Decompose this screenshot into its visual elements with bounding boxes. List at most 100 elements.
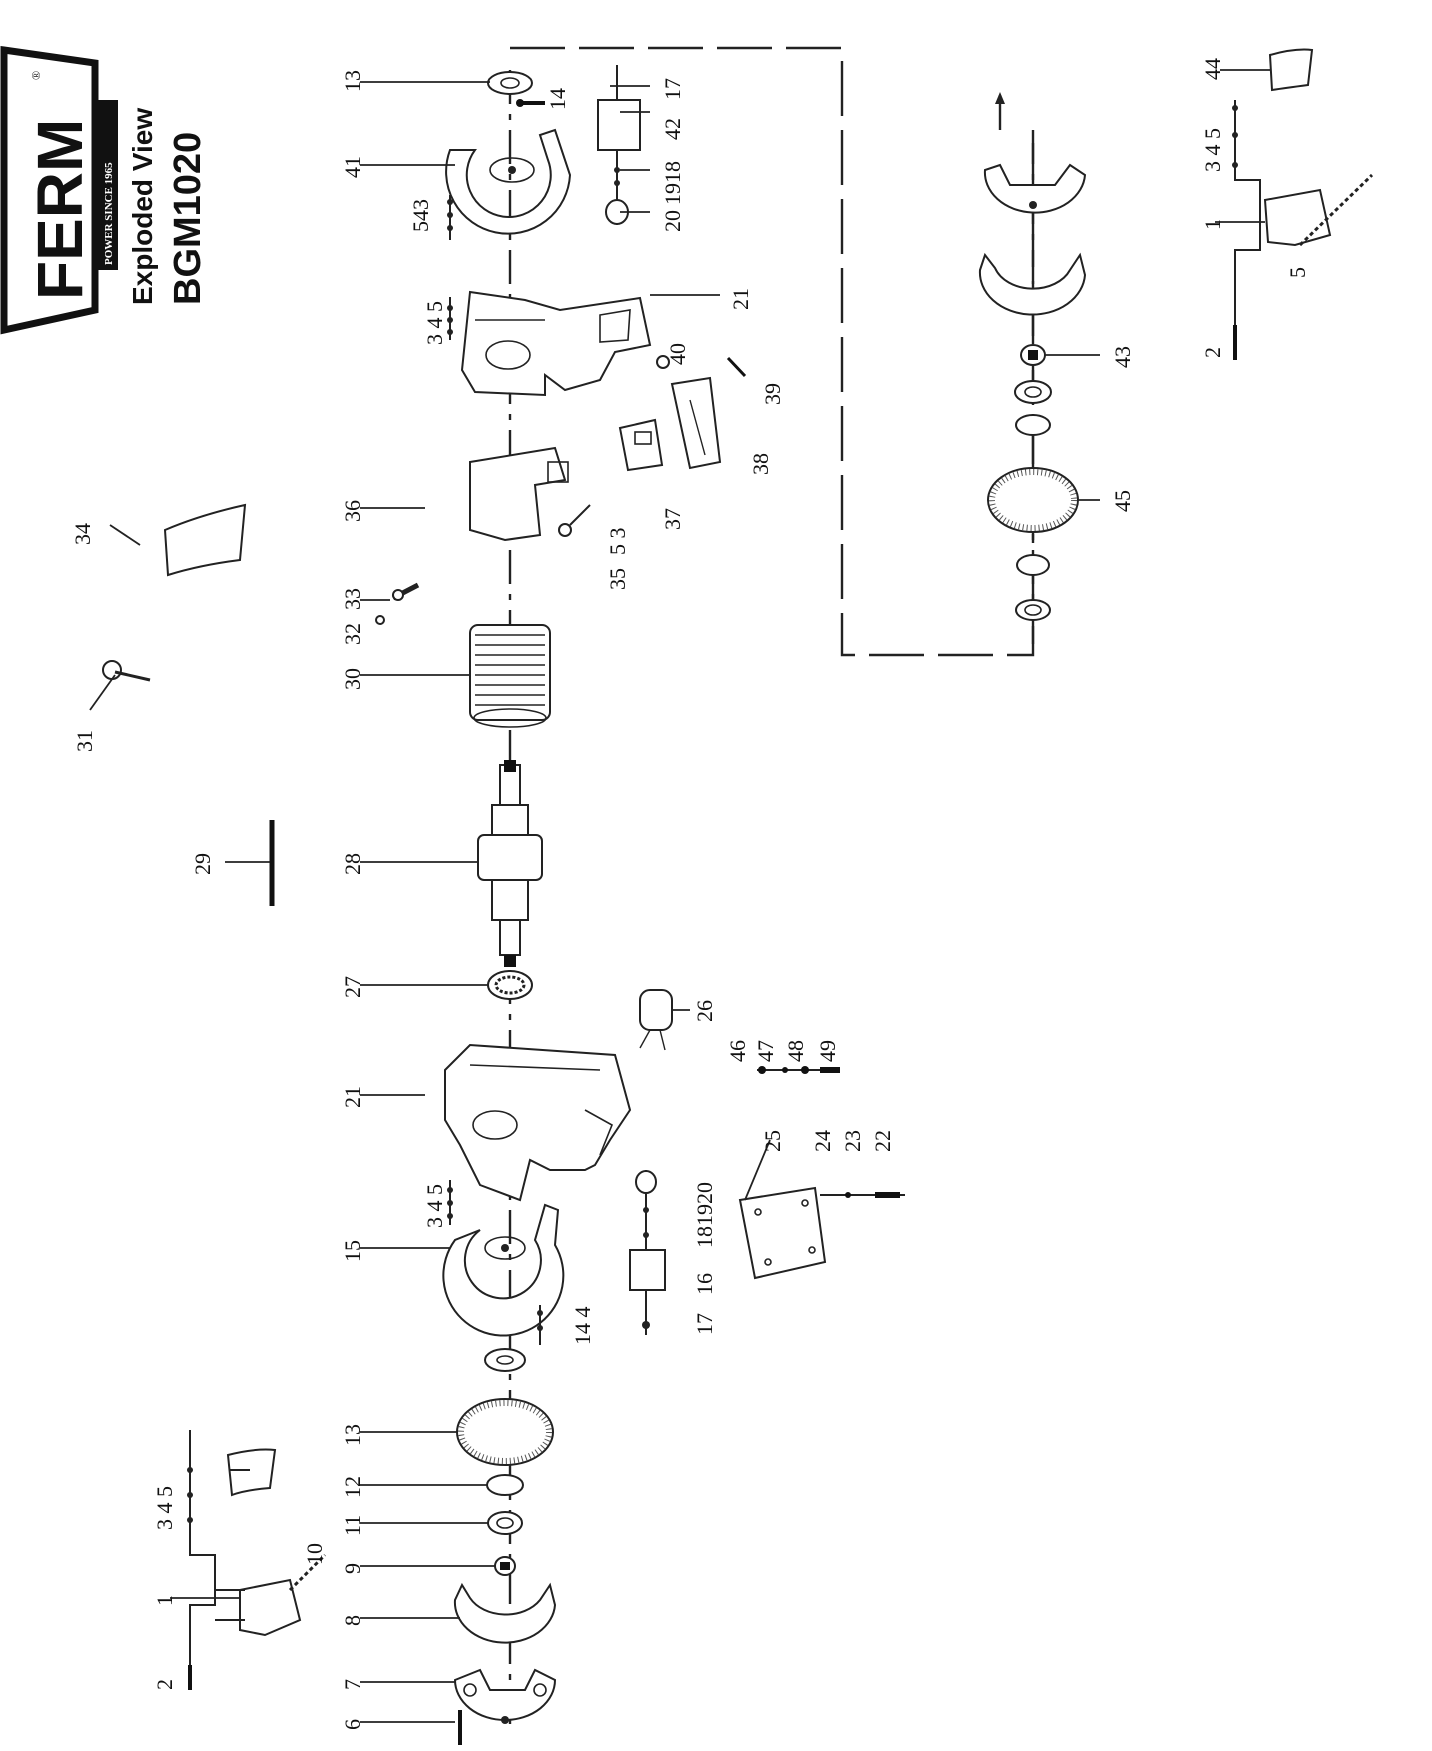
callout-31: 31 (72, 730, 97, 752)
callout-1-left: 1 (152, 1595, 177, 1606)
part-14-screw-top (516, 99, 545, 107)
callout-14-top: 14 (545, 88, 570, 110)
part-flange-right-2 (1015, 599, 1051, 621)
callout-37: 37 (660, 508, 685, 530)
callout-35: 35 (605, 568, 630, 590)
part-16-20-bracket (629, 1170, 666, 1335)
callout-20-top: 20 (660, 210, 685, 232)
callout-2-right: 2 (1200, 347, 1225, 358)
part-32-spring (375, 615, 385, 625)
leader-lines (89, 69, 1270, 1723)
callout-15: 15 (340, 1240, 365, 1262)
part-21-housing-right (460, 290, 652, 397)
part-washer-right-2 (1016, 554, 1050, 576)
callout-labels: 13 14 41 543 17 42 1918 20 3 4 5 21 40 3… (70, 58, 1310, 1730)
callout-23: 23 (840, 1130, 865, 1152)
part-eye-shield-left (226, 1448, 277, 1497)
part-28-shaft (477, 760, 543, 967)
callout-44: 44 (1200, 58, 1225, 80)
callout-543: 543 (408, 199, 433, 232)
callout-8: 8 (340, 1615, 365, 1626)
callout-48: 48 (783, 1040, 808, 1062)
callout-39: 39 (760, 383, 785, 405)
tool-rest-right-assembly (1232, 100, 1374, 360)
part-31-cord-clip (102, 660, 151, 682)
part-41-wheel-guard-top (445, 128, 572, 235)
part-36-brush-cover (469, 446, 569, 542)
callout-6: 6 (340, 1719, 365, 1730)
callout-2-left: 2 (152, 1679, 177, 1690)
callout-9: 9 (340, 1563, 365, 1574)
brand-text: FERM (24, 119, 96, 300)
callout-24: 24 (810, 1130, 835, 1152)
part-45-wire-wheel (987, 467, 1079, 533)
callout-46: 46 (725, 1040, 750, 1062)
title-text: Exploded View (127, 108, 158, 305)
part-washer-right (1015, 414, 1051, 436)
part-flange-right-1 (1014, 380, 1052, 404)
part-39-screw (726, 356, 747, 378)
callout-49: 49 (815, 1040, 840, 1062)
part-30-armature (469, 624, 551, 728)
part-17-42-bracket-top (597, 65, 641, 225)
callout-40: 40 (665, 343, 690, 365)
callout-5-right: 5 (1285, 267, 1310, 278)
right-assembly-axis (510, 46, 1035, 657)
part-11-flange (487, 1511, 523, 1535)
callout-29: 29 (190, 853, 215, 875)
part-flange-left (484, 1348, 526, 1372)
callout-11: 11 (340, 1515, 365, 1536)
callout-21-right: 21 (728, 288, 753, 310)
part-15-wheel-guard (442, 1203, 565, 1337)
callout-45: 45 (1110, 490, 1135, 512)
callout-345-stand-left: 3 4 5 (152, 1486, 177, 1530)
callout-25: 25 (760, 1130, 785, 1152)
part-guard-ring-right (978, 252, 1087, 316)
callout-32: 32 (340, 623, 365, 645)
part-8-guard-ring (453, 1582, 557, 1644)
part-7-cover (453, 1668, 557, 1724)
callout-345-mid: 3 4 5 (422, 301, 447, 345)
callout-16: 16 (692, 1273, 717, 1295)
ferm-logo: FERM POWER SINCE 1965 ® (0, 45, 118, 335)
part-44-eye-shield-right (1268, 48, 1314, 92)
callout-21-left: 21 (340, 1086, 365, 1108)
registered-mark: ® (29, 71, 43, 80)
callout-17-low: 17 (692, 1313, 717, 1335)
callout-42: 42 (660, 118, 685, 140)
part-guard-cover-right (983, 163, 1087, 214)
callout-181920: 181920 (692, 1182, 717, 1248)
callout-36: 36 (340, 500, 365, 522)
tool-rest-left-assembly (187, 1430, 327, 1690)
callout-22: 22 (870, 1130, 895, 1152)
part-38-plate (670, 376, 722, 470)
callout-27: 27 (340, 976, 365, 998)
part-40-nut (656, 355, 670, 369)
model-text: BGM1020 (167, 132, 209, 305)
part-43-nut (1020, 344, 1046, 366)
callout-34: 34 (70, 523, 95, 545)
callout-345-left: 3 4 5 (422, 1184, 447, 1228)
callout-41: 41 (340, 156, 365, 178)
callout-1918: 1918 (660, 161, 685, 205)
callout-53: 5 3 (605, 528, 630, 556)
part-26-capacitor (639, 989, 673, 1051)
callout-7: 7 (340, 1679, 365, 1690)
callout-13-top: 13 (340, 70, 365, 92)
fastener-46-49 (757, 1066, 840, 1074)
callout-47: 47 (753, 1040, 778, 1062)
callout-28: 28 (340, 853, 365, 875)
part-9-nut (494, 1556, 516, 1576)
part-27-bearing (487, 970, 533, 1000)
callout-26: 26 (692, 1000, 717, 1022)
callout-33: 33 (340, 588, 365, 610)
fastener-345-mid (447, 297, 453, 340)
callout-38: 38 (748, 453, 773, 475)
callout-17-top: 17 (660, 78, 685, 100)
callout-30: 30 (340, 668, 365, 690)
callout-12: 12 (340, 1476, 365, 1498)
fastener-543-top (447, 195, 453, 240)
part-33-brush (391, 582, 420, 601)
callout-10: 10 (302, 1543, 327, 1565)
